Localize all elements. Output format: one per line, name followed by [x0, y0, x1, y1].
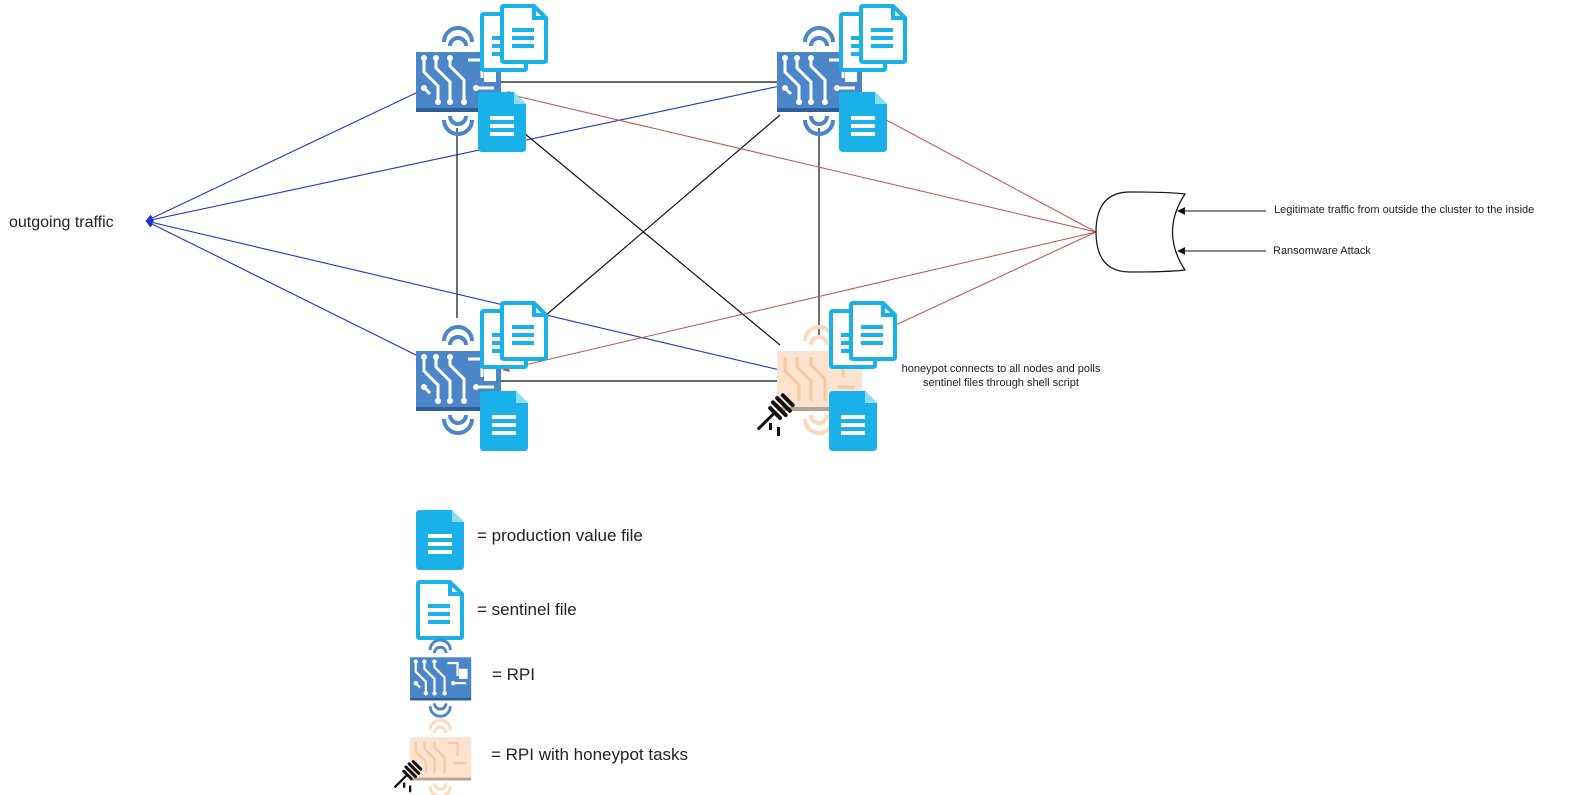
rpi-node-top-right	[775, 6, 905, 152]
legend-rpi-icon	[408, 638, 473, 718]
legend-sentinel-file-icon	[416, 580, 464, 640]
legend-sentinel-label: = sentinel file	[477, 600, 577, 619]
input-arrows	[1177, 207, 1266, 255]
legend: = production value file = sentinel file …	[388, 510, 688, 795]
or-gate-icon	[1095, 191, 1187, 273]
honeypot-note-line2: sentinel files through shell script	[923, 377, 1079, 389]
ransomware-label: Ransomware Attack	[1273, 245, 1371, 257]
production-file-icon	[478, 92, 526, 152]
outgoing-lines	[145, 85, 781, 371]
production-file-icon	[480, 391, 528, 451]
rpi-node-top-left	[414, 6, 546, 152]
production-file-icon	[839, 92, 887, 152]
sentinel-file-icon	[841, 6, 905, 70]
legend-rpi-honeypot-icon	[408, 718, 473, 795]
outgoing-traffic-label: outgoing traffic	[9, 214, 114, 231]
sentinel-file-icon	[482, 303, 546, 367]
legend-production-label: = production value file	[477, 526, 643, 545]
legit-traffic-label: Legitimate traffic from outside the clus…	[1274, 204, 1534, 216]
honeypot-note-line1: honeypot connects to all nodes and polls	[902, 363, 1101, 375]
legend-rpi-label: = RPI	[492, 665, 535, 684]
production-file-icon	[829, 391, 877, 451]
legend-rpi-honeypot-label: = RPI with honeypot tasks	[491, 745, 688, 764]
rpi-node-bottom-left	[414, 303, 546, 451]
rpi-node-bottom-right-honeypot	[750, 303, 895, 451]
sentinel-file-icon	[482, 6, 546, 70]
sentinel-file-icon	[831, 303, 895, 367]
attack-lines	[502, 91, 1097, 372]
legend-production-file-icon	[416, 510, 464, 570]
